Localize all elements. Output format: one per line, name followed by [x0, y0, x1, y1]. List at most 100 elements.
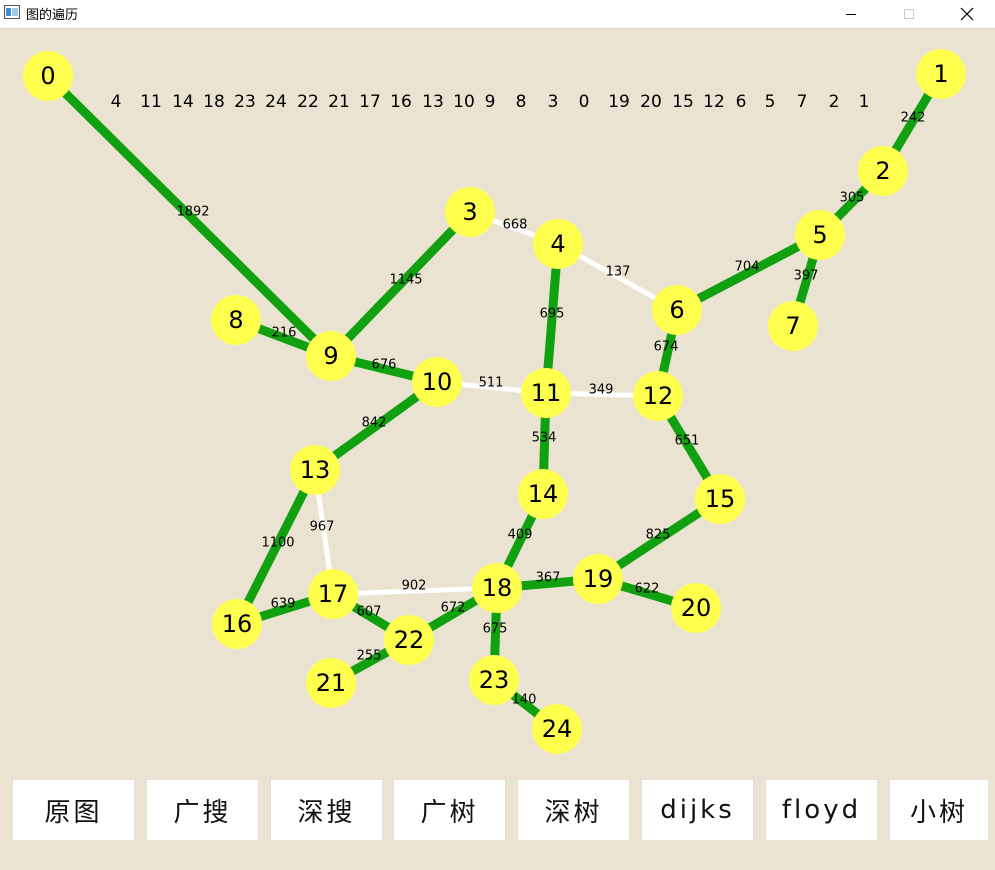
minimize-icon [846, 14, 856, 15]
edge-weight-4-11: 695 [540, 307, 565, 322]
order-item: 10 [453, 92, 475, 112]
node-label: 0 [40, 62, 55, 90]
node-circle [23, 51, 73, 101]
node-8: 8 [211, 295, 261, 345]
node-circle [469, 655, 519, 705]
order-item: 22 [297, 92, 319, 112]
order-item: 8 [515, 92, 527, 112]
node-circle [306, 658, 356, 708]
node-circle [916, 49, 966, 99]
node-circle [306, 331, 356, 381]
floyd-button[interactable]: floyd [765, 779, 878, 841]
node-circle [695, 474, 745, 524]
edge-weight-2-5: 305 [840, 191, 865, 206]
edge-weight-21-22: 255 [357, 649, 382, 664]
bfs_tree-button[interactable]: 广树 [393, 779, 506, 841]
edge-weight-18-19: 367 [536, 571, 561, 586]
node-18: 18 [472, 563, 522, 613]
node-15: 15 [695, 474, 745, 524]
order-item: 1 [858, 92, 870, 112]
node-circle [573, 554, 623, 604]
edge-weight-1-2: 242 [901, 111, 926, 126]
order-item: 9 [484, 92, 496, 112]
dfs_tree-button[interactable]: 深树 [517, 779, 630, 841]
node-label: 5 [812, 221, 827, 249]
maximize-button[interactable] [886, 0, 932, 28]
edge-weight-11-12: 349 [589, 383, 614, 398]
order-item: 19 [608, 92, 630, 112]
node-label: 9 [323, 342, 338, 370]
node-label: 11 [531, 379, 562, 407]
order-item: 24 [265, 92, 287, 112]
node-0: 0 [23, 51, 73, 101]
order-item: 17 [359, 92, 381, 112]
node-label: 10 [422, 368, 453, 396]
order-item: 20 [640, 92, 662, 112]
dfs-button[interactable]: 深搜 [270, 779, 383, 841]
node-label: 1 [933, 60, 948, 88]
node-20: 20 [671, 583, 721, 633]
node-circle [472, 563, 522, 613]
node-circle [633, 371, 683, 421]
order-item: 5 [764, 92, 776, 112]
edge-13-16 [232, 467, 320, 627]
node-label: 17 [318, 580, 349, 608]
node-circle [768, 301, 818, 351]
edge-weight-10-11: 511 [479, 376, 504, 391]
edge-weights-layer: 1892242305397704668137114521667669567451… [176, 111, 925, 708]
edge-weight-5-7: 397 [794, 269, 819, 284]
node-23: 23 [469, 655, 519, 705]
minimize-button[interactable] [828, 0, 874, 28]
node-circle [290, 445, 340, 495]
original-button[interactable]: 原图 [12, 779, 135, 841]
order-item: 21 [328, 92, 350, 112]
node-label: 7 [785, 312, 800, 340]
title-bar: 图的遍历 [0, 0, 995, 29]
edge-17-18 [332, 585, 498, 597]
graph-canvas: 1892242305397704668137114521667669567451… [23, 49, 966, 754]
edge-weight-17-22: 607 [357, 605, 382, 620]
node-circle [518, 469, 568, 519]
node-circle [795, 210, 845, 260]
edge-weight-0-9: 1892 [176, 205, 209, 220]
edge-weight-18-23: 675 [483, 622, 508, 637]
node-16: 16 [212, 599, 262, 649]
edge-weight-8-9: 216 [272, 326, 297, 341]
node-9: 9 [306, 331, 356, 381]
edge-weight-13-17: 967 [310, 520, 335, 535]
node-circle [652, 285, 702, 335]
close-button[interactable] [944, 0, 990, 28]
node-circle [671, 583, 721, 633]
edge-3-9 [327, 208, 474, 360]
order-item: 3 [547, 92, 559, 112]
node-14: 14 [518, 469, 568, 519]
node-circle [533, 219, 583, 269]
edge-weight-9-10: 676 [372, 358, 397, 373]
mst-button[interactable]: 小树 [889, 779, 989, 841]
order-item: 18 [203, 92, 225, 112]
node-circle [532, 704, 582, 754]
edge-weight-16-17: 639 [271, 597, 296, 612]
node-label: 14 [528, 480, 559, 508]
edge-weight-19-20: 622 [635, 582, 660, 597]
dijkstra-button[interactable]: dijks [641, 779, 754, 841]
node-2: 2 [858, 146, 908, 196]
edge-weight-14-18: 409 [508, 528, 533, 543]
close-icon [960, 7, 974, 21]
edge-weight-3-4: 668 [503, 218, 528, 233]
order-item: 12 [703, 92, 725, 112]
edge-10-13 [312, 378, 440, 474]
node-11: 11 [521, 368, 571, 418]
node-label: 23 [479, 666, 510, 694]
order-item: 23 [234, 92, 256, 112]
node-21: 21 [306, 658, 356, 708]
node-1: 1 [916, 49, 966, 99]
order-item: 11 [140, 92, 162, 112]
node-circle [412, 357, 462, 407]
node-label: 12 [643, 382, 674, 410]
bfs-button[interactable]: 广搜 [146, 779, 259, 841]
node-5: 5 [795, 210, 845, 260]
edge-weight-4-6: 137 [606, 265, 631, 280]
node-circle [858, 146, 908, 196]
